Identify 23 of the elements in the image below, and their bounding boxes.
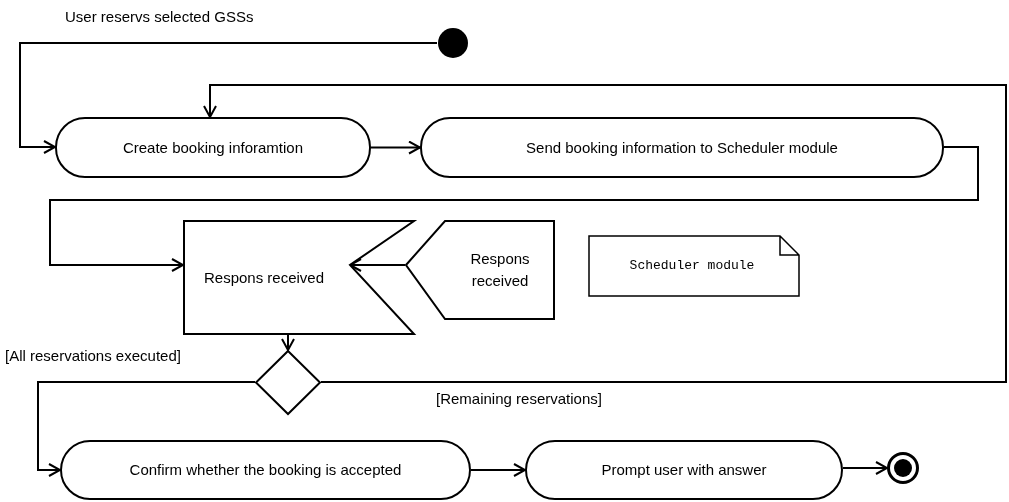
arrow bbox=[281, 334, 295, 351]
edge-label: User reservs selected GSSs bbox=[63, 8, 256, 25]
arrow bbox=[349, 258, 406, 272]
action-label: Create booking inforamtion bbox=[122, 137, 304, 158]
action-label: Send booking information to Scheduler module bbox=[526, 137, 838, 158]
arrow bbox=[19, 42, 438, 154]
edge-label: [All reservations executed] bbox=[3, 347, 183, 364]
arrow bbox=[37, 381, 256, 477]
edge-label: [Remaining reservations] bbox=[434, 390, 604, 407]
action-label: Respons received bbox=[203, 267, 325, 288]
action-box bbox=[60, 440, 471, 500]
arrow bbox=[49, 146, 979, 272]
arrow bbox=[470, 463, 526, 477]
action-label: Prompt user with answer bbox=[601, 460, 767, 481]
action-label: Confirm whether the booking is accepted bbox=[129, 460, 402, 481]
action-label: Respons received bbox=[469, 249, 531, 291]
note-text: Scheduler module bbox=[629, 256, 755, 275]
action-box bbox=[55, 117, 371, 178]
action-box bbox=[420, 117, 944, 178]
arrow bbox=[842, 461, 888, 475]
arrow bbox=[370, 140, 421, 155]
action-box bbox=[525, 440, 843, 500]
arrow bbox=[203, 84, 1007, 383]
